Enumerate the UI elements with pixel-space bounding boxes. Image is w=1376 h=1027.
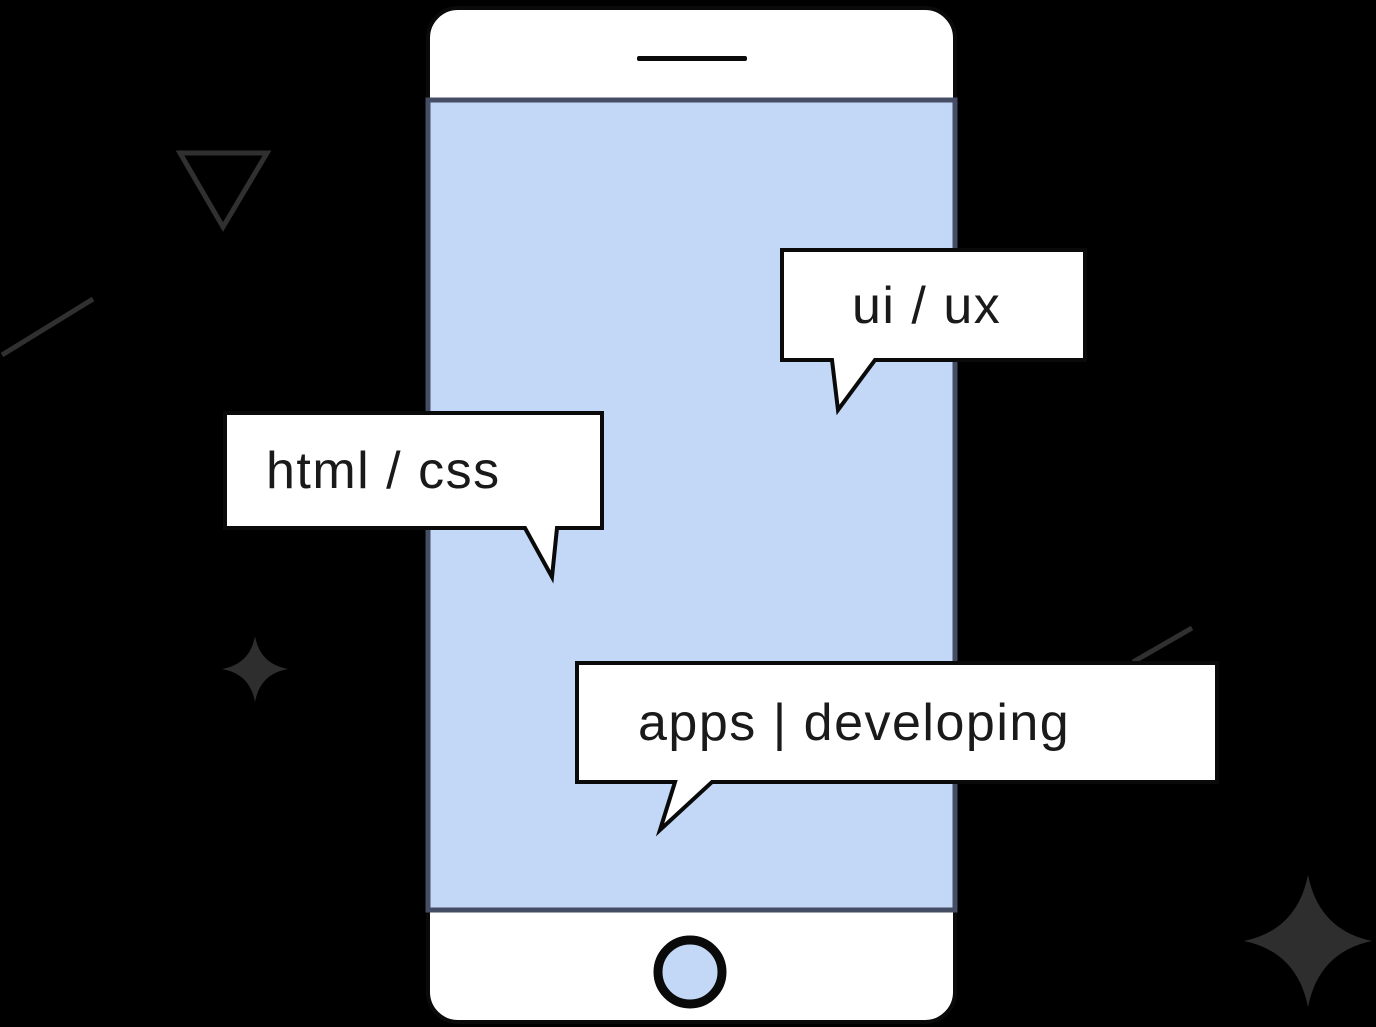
triangle-outline-icon xyxy=(175,150,272,232)
bubble-label-html-css: html / css xyxy=(266,442,501,500)
speech-bubble-html-css: html / css xyxy=(223,411,604,584)
sparkle-small-icon xyxy=(222,636,288,702)
bubble-shape xyxy=(780,248,1087,416)
bubble-shape xyxy=(575,661,1219,837)
home-button-icon xyxy=(653,935,727,1009)
bubble-label-ui-ux: ui / ux xyxy=(852,277,1001,335)
speaker-icon xyxy=(637,56,747,61)
decorations xyxy=(0,150,1372,1007)
bubble-shape xyxy=(223,411,604,584)
speech-bubble-ui-ux: ui / ux xyxy=(780,248,1087,416)
diagonal-line-left xyxy=(0,296,95,358)
bubble-label-apps-developing: apps | developing xyxy=(638,694,1070,752)
diagonal-line-right xyxy=(1131,625,1194,665)
sparkle-large-icon xyxy=(1244,875,1372,1007)
speech-bubble-apps-developing: apps | developing xyxy=(575,661,1219,837)
